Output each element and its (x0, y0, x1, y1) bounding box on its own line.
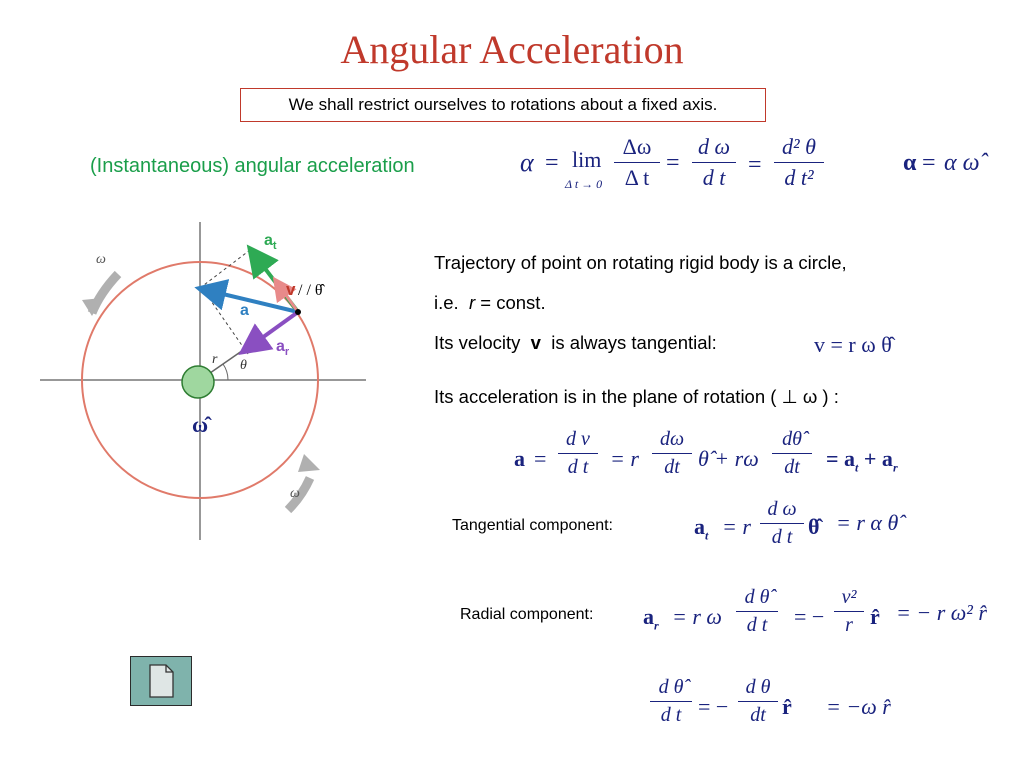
radial-acceleration-vector (238, 310, 300, 356)
omega-top-label: ω (96, 252, 106, 267)
label-a: a (240, 302, 249, 319)
label-v-parallel: / / θ̂ (298, 282, 323, 299)
rotation-arrow-bottom (284, 476, 315, 514)
note-box: We shall restrict ourselves to rotations… (240, 88, 766, 122)
label-r: r (212, 352, 218, 367)
instantaneous-label: (Instantaneous) angular acceleration (90, 155, 415, 177)
trajectory-circle (81, 261, 319, 499)
ie-text: i.e. r = const. (434, 292, 546, 313)
page-title: Angular Acceleration (340, 27, 684, 72)
acceleration-text: Its acceleration is in the plane of rota… (434, 386, 839, 407)
rotation-axis-hub (181, 365, 215, 399)
rotation-diagram (40, 222, 366, 540)
velocity-vector (272, 276, 300, 313)
velocity-equation: v = r ω θ̂ (814, 332, 892, 357)
omega-bottom-label: ω (290, 486, 300, 501)
trajectory-text: Trajectory of point on rotating rigid bo… (434, 252, 847, 273)
tangential-label: Tangential component: (452, 517, 613, 534)
velocity-text: Its velocity v is always tangential: (434, 332, 717, 353)
label-at: at (264, 232, 277, 253)
radial-label: Radial component: (460, 606, 594, 623)
acceleration-vector (194, 279, 299, 314)
point-marker (295, 309, 301, 315)
label-theta: θ (240, 358, 247, 373)
label-v: v (286, 280, 296, 299)
document-icon[interactable] (130, 656, 192, 706)
omega-hat-label: ω̂ (192, 412, 209, 437)
label-ar: ar (276, 338, 290, 359)
